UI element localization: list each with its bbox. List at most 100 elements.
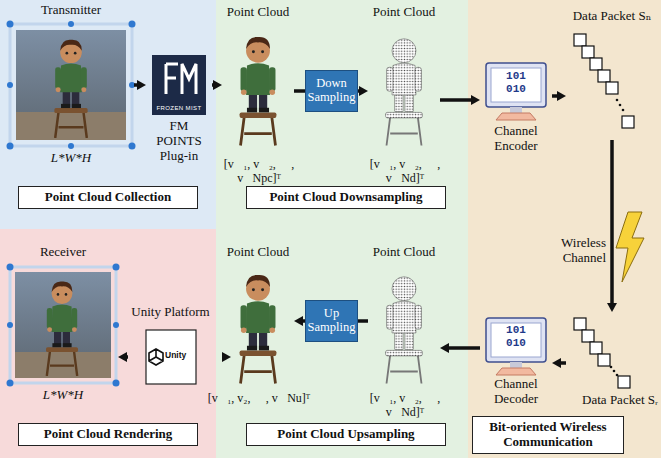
process-box: Down Sampling: [305, 70, 358, 112]
receiver-frame: [113, 380, 120, 387]
packet-ellipsis: [616, 99, 619, 102]
vector-formula: [v⃗₁, v⃗₂, ⋯ , v⃗Nd]ᵀ: [350, 392, 460, 420]
figure-label: Point Cloud: [368, 245, 440, 260]
flow-arrow: [449, 346, 480, 350]
packet-blocks: [582, 330, 594, 342]
encoder-icon: 101 010Channel Encoder: [480, 60, 552, 158]
process-label: Down Sampling: [306, 76, 357, 105]
figure-label: Point Cloud: [222, 5, 294, 20]
flow-arrow: [127, 355, 128, 359]
transmitter-frame: [7, 143, 14, 150]
figure-label: Point Cloud: [222, 245, 294, 260]
receiver-scene: ReceiverL*W*H: [8, 245, 118, 407]
stage-label: Bit-oriented Wireless Communication: [472, 416, 624, 454]
flow-arrow: [552, 94, 557, 98]
packet-blocks: [598, 354, 610, 366]
flow-arrow: [212, 83, 213, 87]
receiver-frame: [7, 264, 120, 387]
point-cloud-figures: [240, 37, 423, 384]
unity-logo-box: [149, 349, 163, 365]
transmitter-frame: [129, 21, 136, 28]
stage-panel: Point Cloud DownsamplingPoint CloudDown …: [216, 0, 468, 229]
stage-label: Point Cloud Rendering: [18, 423, 198, 446]
dimension-label: L*W*H: [8, 388, 118, 403]
decoder-computer: [486, 318, 546, 362]
unity-logo-box: [146, 330, 196, 384]
packet-blocks: [574, 34, 586, 46]
flow-arrow: [294, 89, 305, 93]
packet-blocks: [606, 82, 618, 94]
receiver-frame: [46, 282, 78, 376]
transmitter-frame: [7, 82, 13, 88]
receiver-frame: [10, 267, 116, 383]
transmitter-frame: [68, 21, 74, 27]
receiver-frame: [7, 322, 13, 328]
lightning-bolt: [616, 212, 644, 282]
logo-text: FROZEN MIST: [152, 105, 206, 112]
point-cloud: Point Cloud: [368, 5, 440, 155]
receiver-frame: [15, 272, 111, 378]
packet-blocks: [574, 318, 586, 330]
transmitter-scene: TransmitterL*W*H: [8, 3, 134, 169]
panel-grounds: [216, 0, 468, 229]
packet-ellipsis: [610, 366, 613, 369]
encoder-computer: [486, 63, 546, 107]
vector-formula: [v⃗₁, v⃗₂, ⋯ , v⃗Npc]ᵀ: [204, 158, 314, 186]
unity-logo-box: [146, 330, 196, 384]
receiver-frame: [7, 380, 14, 387]
screen-bits: 101 010: [501, 70, 531, 95]
data-packet: Data Packet Sᵣ: [566, 312, 658, 410]
process-label: Up Sampling: [306, 306, 357, 335]
plugin-logo: [152, 55, 206, 115]
flow-arrow: [358, 89, 359, 93]
transmitter-frame: [10, 24, 132, 146]
packet-blocks: [590, 58, 602, 70]
transmitter-frame: [16, 30, 126, 140]
decoder-computer: [486, 318, 546, 375]
vector-formula: [v⃗₁, v⃗₂, ⋯ , v⃗Nd]ᵀ: [350, 158, 460, 186]
packet-blocks: [582, 46, 594, 58]
point-cloud: Point Cloud: [368, 245, 440, 390]
panel-grounds: [468, 0, 661, 458]
decoder-computer: [510, 362, 522, 368]
plugin-logo: [166, 64, 196, 94]
stage-panel: Point Cloud Upsampling Point Cloud Up Samp…: [216, 229, 468, 458]
transmitter-frame: [129, 143, 136, 150]
platform-label: Unity Platform: [128, 305, 213, 320]
packet-ellipsis: [613, 370, 616, 373]
point-cloud: Point Cloud: [222, 5, 294, 155]
transmitter-frame: [68, 143, 74, 149]
packet-ellipsis: [622, 109, 625, 112]
transmitter-frame: [7, 21, 136, 150]
flow-arrow: [358, 319, 368, 323]
packet-ellipsis: [619, 104, 622, 107]
transmitter-frame: [7, 21, 136, 150]
packet-label: Data Packet Sᵣ: [566, 393, 658, 408]
packet-blocks: [598, 70, 610, 82]
stage-label: Point Cloud Upsampling: [246, 423, 446, 446]
dimension-label: L*W*H: [8, 151, 134, 166]
logo-text: Unity: [165, 351, 195, 361]
point-cloud-figures: [386, 39, 423, 146]
packet-blocks: [574, 34, 634, 388]
device-label: Channel Encoder: [480, 124, 552, 154]
encoder-computer: [486, 63, 546, 120]
device-label: Channel Decoder: [480, 377, 552, 407]
packet-blocks: [618, 376, 630, 388]
plugin-logo: [152, 55, 206, 115]
device-label: Receiver: [8, 245, 118, 260]
encoder-computer: [510, 107, 522, 113]
decoder-computer: [491, 323, 541, 357]
packet-ellipsis: [616, 374, 619, 377]
stage-label: Point Cloud Downsampling: [246, 186, 446, 209]
stage-panel: Point Cloud CollectionTransmitterL*W*HFR…: [0, 0, 216, 229]
receiver-frame: [113, 322, 119, 328]
receiver-frame: [113, 264, 120, 271]
panel-grounds: [0, 0, 216, 229]
screen-bits: 101 010: [501, 324, 531, 349]
encoder-computer: [496, 113, 536, 120]
process-box: Up Sampling: [305, 300, 358, 342]
